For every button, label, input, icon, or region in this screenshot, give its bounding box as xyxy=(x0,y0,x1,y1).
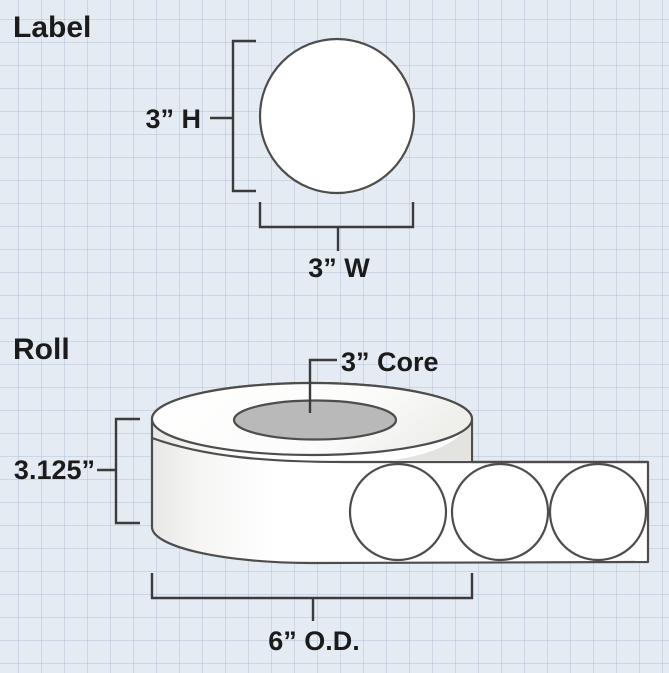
strip-top-edge xyxy=(151,436,648,464)
strip-label-circle-1 xyxy=(348,462,448,562)
core-ellipse xyxy=(232,399,398,441)
label-width-text: 3” W xyxy=(308,253,370,283)
outer-diameter-text: 6” O.D. xyxy=(268,626,360,656)
label-height-bracket xyxy=(231,39,256,193)
roll-height-text: 3.125” xyxy=(14,455,95,485)
roll-side-shade xyxy=(392,421,471,460)
outer-diameter-bracket xyxy=(150,573,474,600)
label-section-title: Label xyxy=(13,11,91,44)
core-leader-line xyxy=(308,358,337,413)
strip-label-circle-3 xyxy=(548,462,648,562)
label-circle xyxy=(258,37,416,195)
roll-height-bracket xyxy=(114,417,140,525)
core-text: 3” Core xyxy=(341,347,439,377)
label-width-bracket xyxy=(258,202,415,229)
roll-section-title: Roll xyxy=(13,333,70,366)
strip-label-circle-2 xyxy=(450,462,550,562)
label-height-text: 3” H xyxy=(145,104,201,134)
